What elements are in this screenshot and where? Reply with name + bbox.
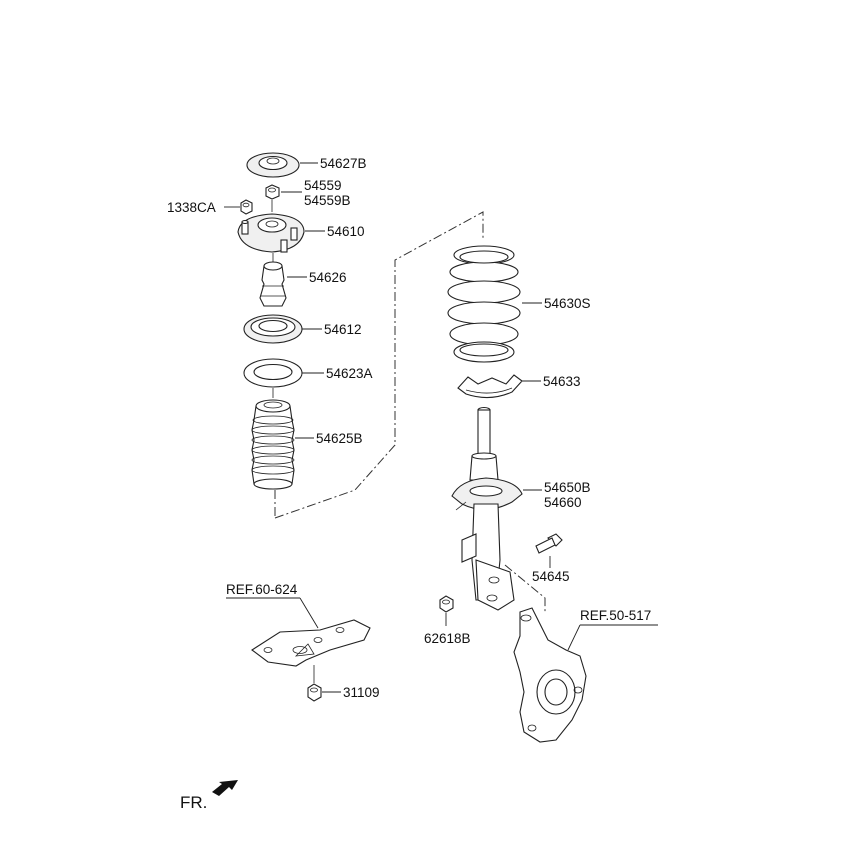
label-54650B: 54650B — [544, 480, 591, 495]
label-1338CA: 1338CA — [167, 200, 216, 215]
part-54626[interactable] — [259, 253, 287, 307]
label-54645: 54645 — [532, 569, 570, 584]
label-62618B: 62618B — [424, 631, 471, 646]
part-54633[interactable] — [457, 374, 523, 399]
sub-frame-bracket — [251, 619, 371, 667]
label-54660: 54660 — [544, 495, 582, 510]
part-31109[interactable] — [307, 683, 322, 702]
label-54626: 54626 — [309, 270, 347, 285]
assembly-guide-line-lower — [504, 564, 546, 612]
label-31109: 31109 — [343, 685, 380, 700]
part-54650B-strut[interactable] — [451, 406, 523, 611]
part-54625B[interactable] — [251, 388, 295, 490]
label-54627B: 54627B — [320, 156, 367, 171]
ref-50-517[interactable]: REF.50-517 — [580, 608, 651, 623]
part-62618B[interactable] — [439, 595, 454, 613]
label-54633: 54633 — [543, 374, 581, 389]
front-direction-label: FR. — [180, 793, 207, 812]
part-1338CA[interactable] — [240, 199, 253, 215]
label-54559: 54559 — [304, 178, 342, 193]
part-54645[interactable] — [535, 533, 563, 554]
label-54625B: 54625B — [316, 431, 363, 446]
front-direction-arrow-icon — [212, 780, 238, 796]
part-54630S[interactable] — [447, 245, 521, 363]
ref-60-624[interactable]: REF.60-624 — [226, 582, 298, 597]
label-54559B: 54559B — [304, 193, 351, 208]
label-54610: 54610 — [327, 224, 365, 239]
steering-knuckle — [513, 607, 587, 743]
part-54610[interactable] — [237, 200, 305, 253]
label-54623A: 54623A — [326, 366, 373, 381]
part-54612[interactable] — [243, 314, 303, 344]
part-54623A[interactable] — [243, 358, 303, 388]
assembly-guide-line — [274, 211, 484, 519]
label-54630S: 54630S — [544, 296, 591, 311]
part-54559[interactable] — [265, 184, 280, 200]
part-54627B[interactable] — [246, 152, 300, 178]
label-54612: 54612 — [324, 322, 362, 337]
